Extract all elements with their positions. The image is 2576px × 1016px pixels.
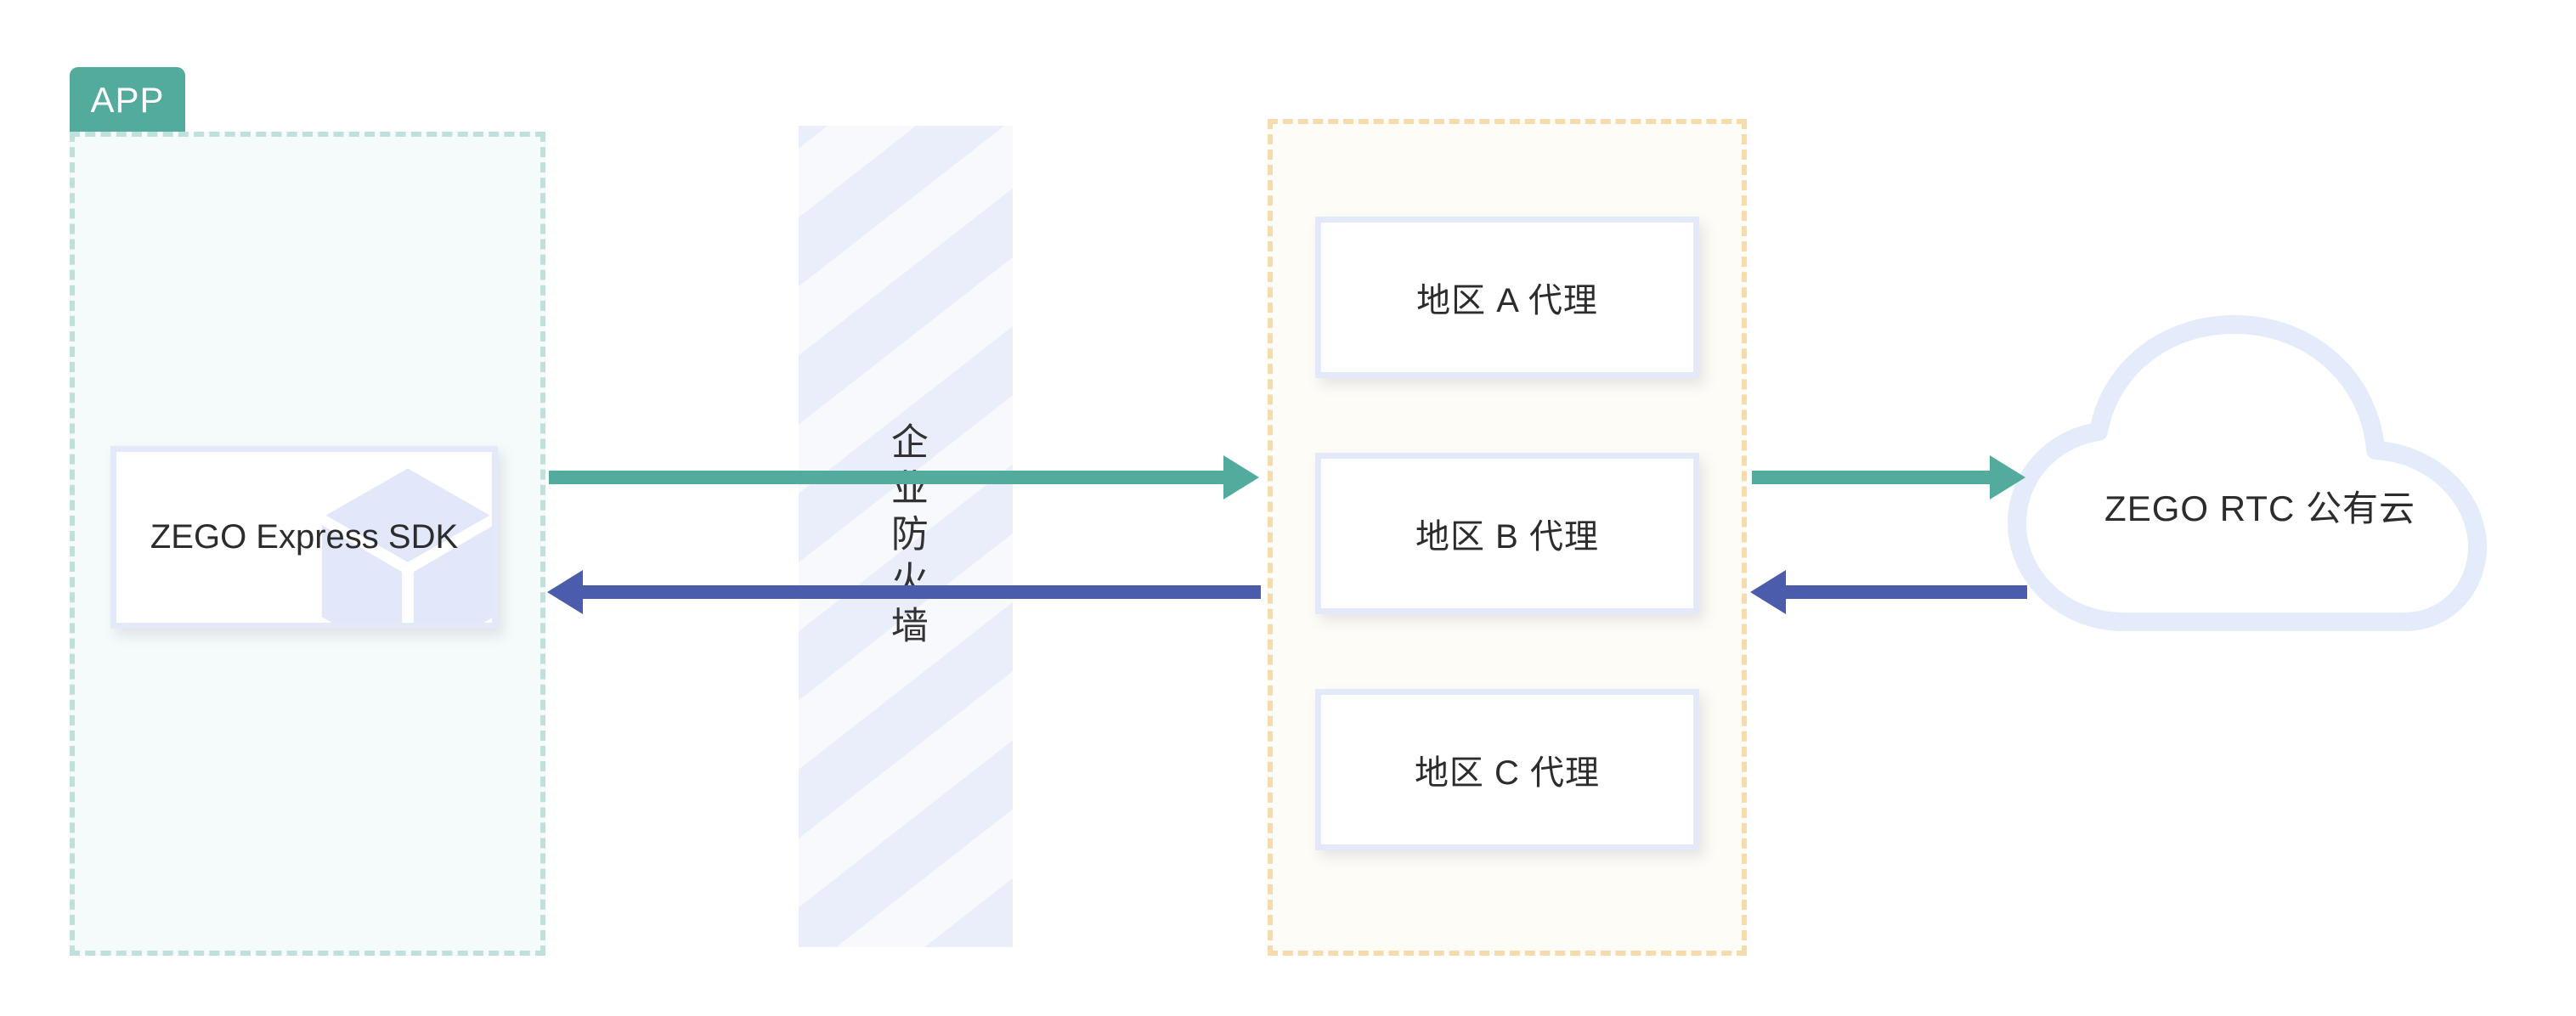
cloud-label: ZEGO RTC 公有云: [2104, 488, 2415, 528]
cube-icon: [321, 468, 492, 623]
firewall-label: 企业防火墙: [884, 421, 927, 652]
sdk-card-label: ZEGO Express SDK: [150, 518, 459, 556]
arrow-shaft: [549, 471, 1223, 484]
arrow-head-left: [1750, 570, 1786, 614]
app-zone-tag: APP: [70, 67, 185, 133]
arrow-shaft: [1786, 585, 2027, 599]
proxy-card-region-a: 地区 A 代理: [1315, 217, 1699, 378]
zego-rtc-public-cloud: ZEGO RTC 公有云: [1997, 314, 2523, 639]
arrow-head-right: [1990, 455, 2025, 500]
proxy-card-region-c: 地区 C 代理: [1315, 689, 1699, 850]
zego-express-sdk-card: ZEGO Express SDK: [110, 446, 498, 629]
cloud-icon: [2008, 315, 2487, 631]
arrow-shaft: [583, 585, 1261, 599]
arrow-head-left: [547, 570, 583, 614]
arrow-shaft: [1752, 471, 1990, 484]
arrow-head-right: [1223, 455, 1259, 500]
enterprise-firewall-band: 企业防火墙: [799, 126, 1013, 947]
proxy-card-region-b: 地区 B 代理: [1315, 453, 1699, 614]
